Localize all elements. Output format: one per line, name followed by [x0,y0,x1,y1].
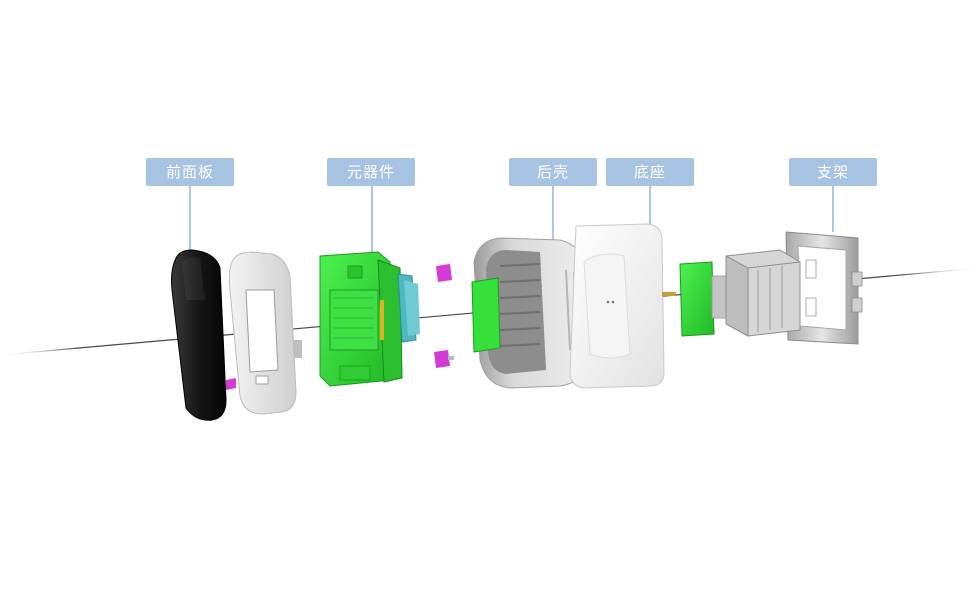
bracket-part [725,231,863,345]
clip-parts [434,264,454,368]
components-pcb-part [319,251,420,387]
front-frame-part [226,251,302,415]
leader-lines [189,186,834,258]
label-front-panel: 前面板 [146,158,234,186]
label-base: 底座 [606,158,694,186]
label-rear-shell: 后壳 [509,158,597,186]
label-bracket: 支架 [789,158,877,186]
base-part [569,223,676,389]
rear-shell-part [471,237,599,389]
front-panel-part [171,249,227,421]
label-components: 元器件 [327,158,415,186]
driver-pcb-part [679,261,729,337]
